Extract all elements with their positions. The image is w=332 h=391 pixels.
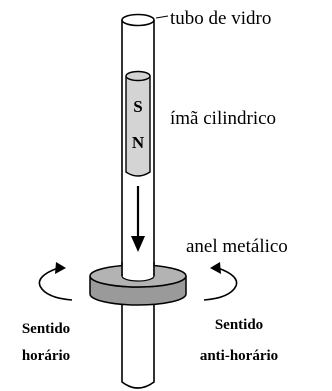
ring-label: anel metálico: [186, 236, 288, 257]
counterclockwise-rotation-arrow: [203, 262, 238, 301]
clockwise-label-line1: Sentido: [22, 321, 70, 337]
tube-label: tubo de vidro: [170, 8, 271, 29]
counterclockwise-label-line2: anti-horário: [200, 348, 278, 364]
magnet-south-pole: S: [133, 97, 142, 116]
magnet-body: [125, 76, 151, 177]
magnet-label: ímã cilindrico: [170, 108, 276, 129]
glass-tube-top-opening: [121, 13, 155, 27]
counterclockwise-label-line1: Sentido: [215, 317, 263, 333]
tube-leader-line: [155, 15, 169, 19]
glass-tube-lower-body: [121, 300, 155, 389]
cylindrical-magnet: S N: [125, 70, 151, 177]
glass-tube: [121, 13, 155, 389]
metal-ring: [89, 262, 187, 306]
magnet-top-face: [125, 70, 151, 82]
magnet-north-pole: N: [132, 133, 145, 152]
clockwise-label-line2: horário: [22, 348, 70, 364]
clockwise-rotation-arrow: [38, 262, 73, 301]
fall-direction-arrow: [131, 186, 145, 252]
